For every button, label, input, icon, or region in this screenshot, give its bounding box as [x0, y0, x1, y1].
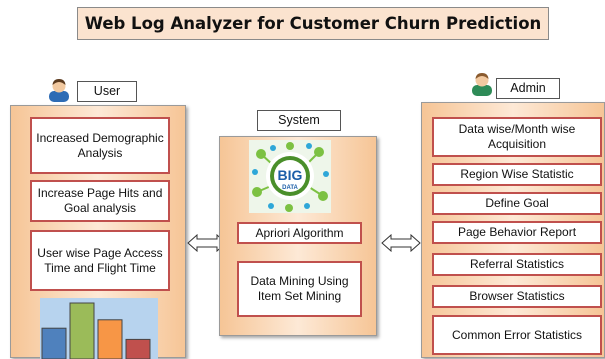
user-item-page-access-time: User wise Page Access Time and Flight Ti… — [30, 230, 170, 291]
system-label: System — [257, 110, 341, 131]
bar-icon-bar-3 — [97, 319, 123, 359]
big-data-logo-big-text: BIG — [278, 167, 303, 183]
admin-person-icon — [472, 73, 492, 96]
user-item-page-hits-goal-analysis: Increase Page Hits and Goal analysis — [30, 180, 170, 222]
admin-item-acquisition: Data wise/Month wise Acquisition — [432, 117, 602, 157]
admin-item-common-error-statistics: Common Error Statistics — [432, 315, 602, 355]
admin-item-page-behavior-report: Page Behavior Report — [432, 221, 602, 244]
user-panel: Increased Demographic Analysis Increase … — [10, 105, 186, 359]
user-person-icon — [49, 79, 69, 102]
user-label: User — [77, 81, 137, 102]
admin-item-browser-statistics: Browser Statistics — [432, 285, 602, 308]
admin-panel: Data wise/Month wise Acquisition Region … — [421, 102, 605, 358]
user-item-demographic-analysis: Increased Demographic Analysis — [30, 117, 170, 174]
admin-label: Admin — [496, 78, 560, 99]
system-item-apriori-algorithm: Apriori Algorithm — [237, 222, 362, 244]
admin-item-region-statistic: Region Wise Statistic — [432, 163, 602, 186]
diagram-title: Web Log Analyzer for Customer Churn Pred… — [77, 7, 549, 40]
system-admin-double-arrow-icon — [381, 234, 421, 252]
system-panel: BIG DATA Apriori Algorithm Data Mining U… — [219, 136, 377, 336]
big-data-logo-icon: BIG DATA — [249, 140, 331, 213]
system-item-itemset-mining: Data Mining Using Item Set Mining — [237, 261, 362, 317]
admin-item-define-goal: Define Goal — [432, 192, 602, 215]
bar-icon-bar-1 — [41, 327, 67, 359]
big-data-logo-data-text: DATA — [282, 185, 298, 191]
bar-icon-bar-4 — [125, 338, 151, 359]
bar-icon-bar-2 — [69, 302, 95, 359]
bar-chart-icon — [40, 298, 158, 359]
admin-item-referral-statistics: Referral Statistics — [432, 253, 602, 276]
